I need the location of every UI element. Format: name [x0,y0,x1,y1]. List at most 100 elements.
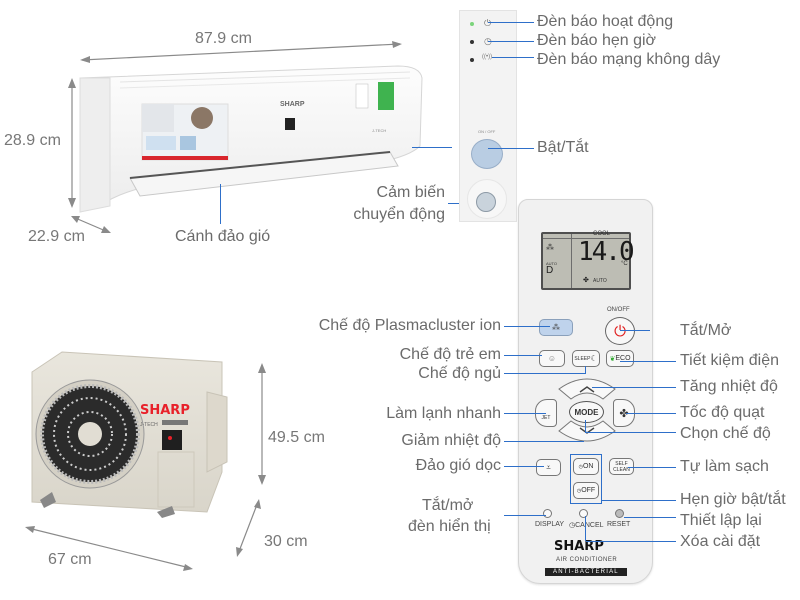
swing-icon: ⩡ [546,462,551,472]
power-callout-line [488,148,534,149]
motion-sensor-housing [467,179,507,219]
outdoor-unit-image: SHARP J-TECH [31,351,228,518]
timer-light-line [488,41,534,42]
wifi-led [470,58,474,62]
display-button[interactable] [543,509,552,518]
motion-sensor-label-1: Cảm biến [376,184,445,201]
vertical-swing-line [504,466,544,467]
reset-button[interactable] [615,509,624,518]
sleep-button[interactable]: SLEEP☾ [572,350,600,367]
lcd-unit: °C [621,261,628,267]
outdoor-height-label: 49.5 cm [268,429,325,446]
wifi-light-line [492,57,534,58]
temp-down-line [504,441,584,442]
fan-speed-button[interactable]: ✤ [613,399,635,427]
on-off-caption: ON/OFF [607,307,630,313]
display-toggle-line [504,515,546,516]
display-panel: ⏻ ◷ ((•)) ON / OFF [459,10,517,222]
eco-label: Tiết kiệm điện [680,352,779,369]
temperature-mode-pad [558,378,616,442]
clock-icon: ◷ [569,522,576,529]
lcd-temperature: 14.0 [578,237,635,267]
vertical-swing-button[interactable]: ⩡ [536,459,561,476]
fan-speed-line [626,413,676,414]
eco-line [620,361,676,362]
on-off-line [620,330,650,331]
sleep-mode-label: Chế độ ngủ [418,365,501,382]
remote-brand-logo: SHARP [554,539,604,554]
operation-light-line [488,22,534,23]
mode-line-v [585,420,586,432]
power-symbol-icon: ⏻ [484,18,492,28]
vertical-swing-label: Đảo gió dọc [415,457,501,474]
sleep-mode-line-v [585,366,586,374]
svg-text:SHARP: SHARP [140,403,190,418]
jet-cool-label: Làm lạnh nhanh [386,405,501,422]
indoor-unit-image: SHARP J-TECH [79,65,423,213]
leaf-icon: ❦ [609,355,616,363]
display-caption: DISPLAY [535,521,565,528]
temp-up-line [592,387,676,388]
timer-on-button[interactable]: ◷ON [573,458,599,475]
temp-up-label: Tăng nhiệt độ [680,378,778,395]
svg-text:SHARP: SHARP [280,101,305,108]
mode-label: Chọn chế độ [680,425,771,442]
display-toggle-label-1: Tắt/mở [422,497,474,514]
cancel-caption: ◷CANCEL [569,522,604,529]
wifi-icon: ((•)) [482,54,493,60]
mode-line [585,432,676,433]
display-toggle-label-2: đèn hiển thị [408,518,491,535]
louver-label: Cánh đảo gió [175,228,271,245]
self-clean-label: Tự làm sạch [680,458,769,475]
eco-button[interactable]: ❦ECO [606,350,634,367]
reset-label: Thiết lập lại [680,512,762,529]
power-callout-line-left [412,147,452,148]
cancel-line-v [585,516,586,541]
self-clean-button[interactable]: SELF CLEAN [609,458,634,475]
outdoor-width-label: 67 cm [48,551,92,568]
sleep-mode-line [504,373,586,374]
timer-led [470,40,474,44]
plasmacluster-icon: ⁂ [552,323,560,332]
indoor-width-label: 87.9 cm [195,30,252,47]
remote-subtitle: AIR CONDITIONER [556,557,618,563]
jet-cool-line [504,413,546,414]
operation-light-label: Đèn báo hoạt động [537,13,674,30]
on-off-button[interactable]: ⏻ [605,317,635,345]
plasmacluster-line [504,326,550,327]
lcd-fan-mode: AUTO [593,278,607,284]
lcd-plasma-icon: ⁂ [546,243,554,252]
fan-speed-label: Tốc độ quạt [680,404,765,421]
child-mode-line [504,355,542,356]
timer-icon: ◷ [484,36,492,47]
motion-sensor-label-2: chuyển động [353,206,445,223]
timer-off-button[interactable]: ◷OFF [573,482,599,499]
anti-bacterial-badge: ANTI-BACTERIAL [545,568,627,576]
mode-button[interactable]: MODE [569,401,604,423]
svg-text:J-TECH: J-TECH [140,422,158,428]
motion-sensor-lens [476,192,496,212]
outdoor-depth-label: 30 cm [264,533,308,550]
louver-callout-line [220,184,221,224]
operation-led [470,22,474,26]
child-face-icon: ☺ [547,354,557,363]
child-mode-button[interactable]: ☺ [539,350,565,367]
fan-icon: ✤ [619,407,629,420]
wifi-light-label: Đèn báo mạng không dây [537,51,721,68]
on-off-label: Tắt/Mở [680,322,732,339]
self-clean-line [628,467,676,468]
remote-lcd-screen: COOL ⁂ AUTO D 14.0 °C ✤ AUTO [541,231,635,290]
indoor-height-label: 28.9 cm [4,132,61,149]
on-off-text: ON / OFF [478,129,496,134]
reset-caption: RESET [607,521,631,528]
moon-icon: ☾ [590,354,598,363]
cancel-button[interactable] [579,509,588,518]
timer-line [602,500,676,501]
power-button[interactable] [471,139,503,169]
plasmacluster-button[interactable]: ⁂ [539,319,573,336]
temp-down-label: Giảm nhiệt độ [401,432,501,449]
power-icon: ⏻ [614,322,626,340]
power-label: Bật/Tắt [537,139,589,156]
